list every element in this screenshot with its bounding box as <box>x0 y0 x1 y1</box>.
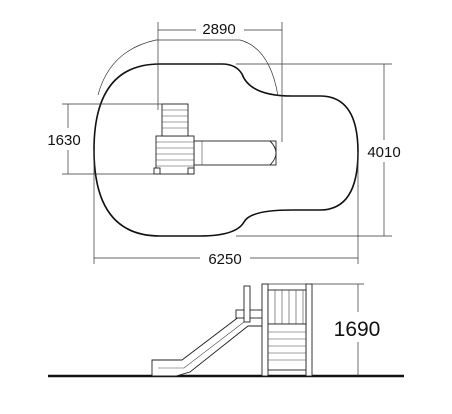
safety-zone-outline <box>93 63 359 237</box>
ladder-plan <box>161 103 189 137</box>
plan-view: 2890 1630 4010 6250 <box>47 21 400 268</box>
platform-boards-plan <box>156 141 194 167</box>
tower-elevation <box>243 283 313 377</box>
post-plan <box>153 167 161 175</box>
roof-post-left <box>243 285 251 323</box>
tower-back-panel <box>267 289 307 325</box>
back-panel-slats <box>274 290 304 324</box>
slide-start-platform <box>235 309 267 319</box>
dimension-bottom-width: 6250 <box>93 150 359 268</box>
tower-plan <box>153 103 195 175</box>
ladder-elevation <box>267 323 307 371</box>
tower-post-left <box>261 283 269 377</box>
bottom-width-label: 6250 <box>208 251 241 268</box>
slide-chute-plan <box>193 140 277 166</box>
left-height-label: 1630 <box>47 132 80 149</box>
post-plan <box>187 167 195 175</box>
dimension-left-height: 1630 <box>47 103 162 175</box>
upper-zone-arc <box>97 39 279 97</box>
slide-rail-line <box>158 321 245 369</box>
dimension-right-height: 4010 <box>236 63 401 237</box>
top-width-label: 2890 <box>202 21 235 38</box>
ladder-steps-elevation <box>268 331 306 361</box>
slide-plan <box>193 140 277 166</box>
dimension-top-width: 2890 <box>157 21 283 142</box>
slide-exit-plan <box>269 140 277 166</box>
tower-post-right <box>305 283 313 377</box>
right-height-label: 4010 <box>367 144 400 161</box>
dimension-elevation-height: 1690 <box>262 283 381 376</box>
elevation-height-label: 1690 <box>334 318 381 341</box>
elevation-view: 1690 <box>48 283 404 378</box>
ladder-rungs-plan <box>162 109 188 129</box>
slide-chute-elevation <box>151 315 267 377</box>
